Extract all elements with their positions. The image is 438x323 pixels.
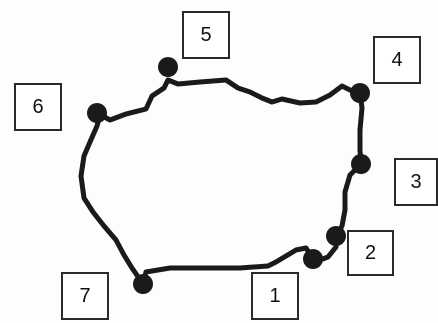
label-box-7: 7 bbox=[61, 272, 109, 320]
point-6 bbox=[87, 103, 107, 123]
label-box-3: 3 bbox=[394, 158, 438, 206]
point-1 bbox=[303, 249, 323, 269]
label-box-5: 5 bbox=[182, 11, 230, 59]
point-5 bbox=[158, 57, 178, 77]
label-box-2: 2 bbox=[347, 230, 394, 276]
point-2 bbox=[326, 226, 346, 246]
point-7 bbox=[133, 274, 153, 294]
label-box-4: 4 bbox=[373, 36, 421, 84]
label-box-1: 1 bbox=[251, 272, 299, 320]
point-4 bbox=[350, 83, 370, 103]
label-box-6: 6 bbox=[14, 83, 62, 131]
point-3 bbox=[351, 154, 371, 174]
